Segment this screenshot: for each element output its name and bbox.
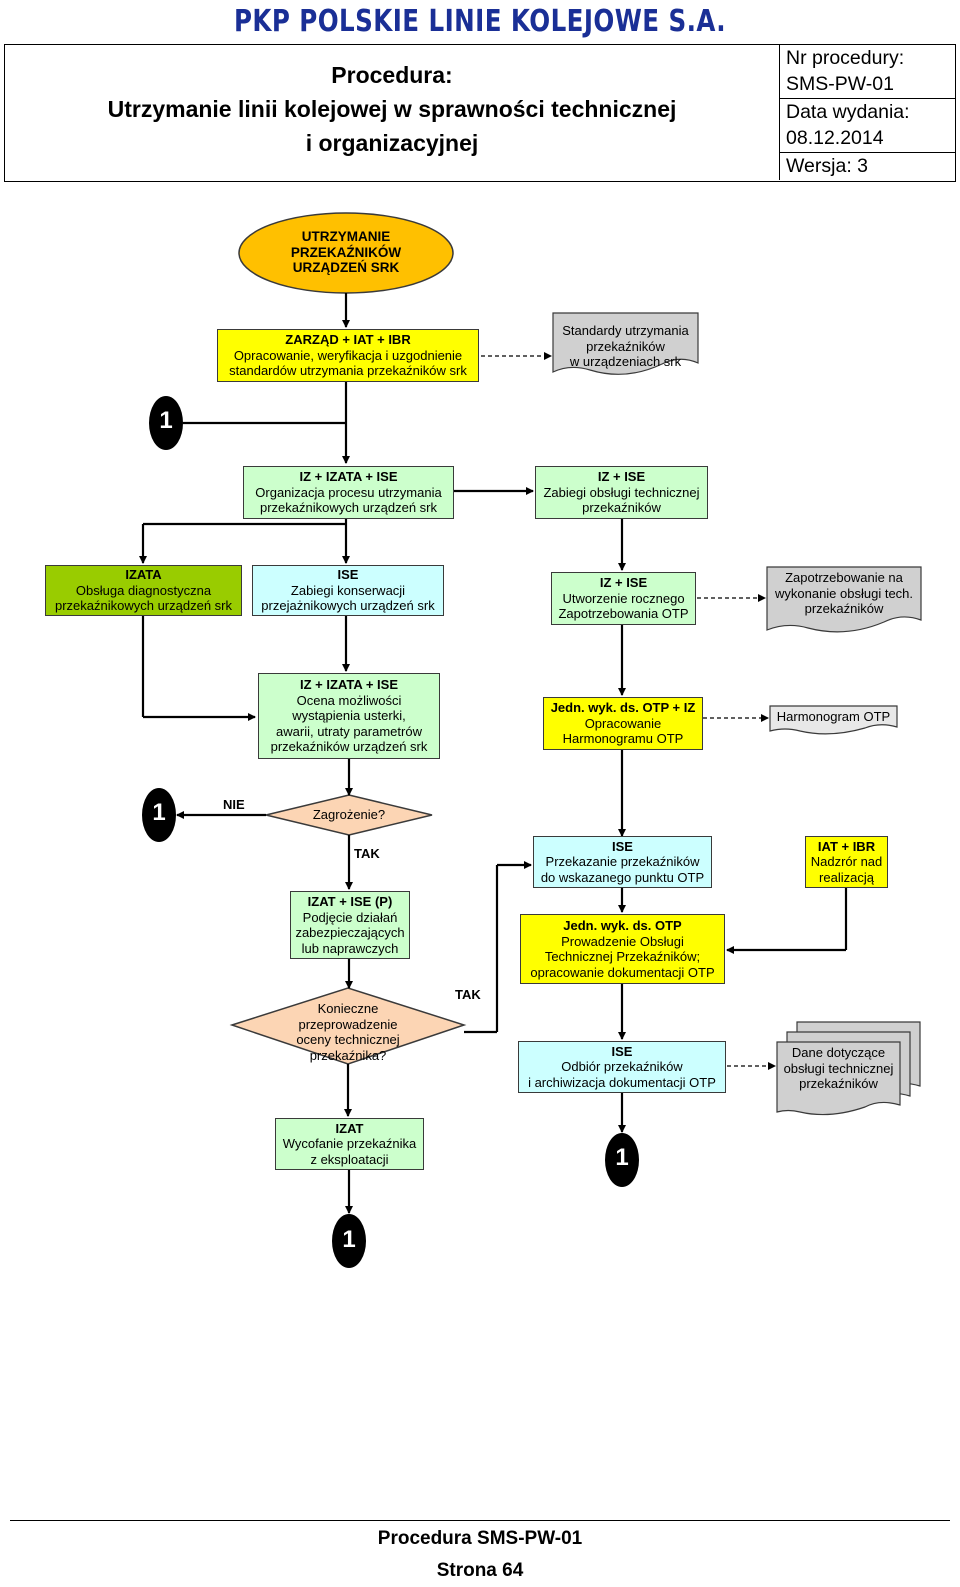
document-harmonogram-shape xyxy=(769,705,898,735)
connector-1-c-label: 1 xyxy=(615,1144,629,1171)
company-name: PKP POLSKIE LINIE KOLEJOWE S.A. xyxy=(233,4,727,39)
procedure-title-label: Procedura: xyxy=(331,62,453,88)
connector-1-a-shape xyxy=(149,396,183,450)
footer-page-number: Strona 64 xyxy=(436,1560,524,1581)
box-ocena: IZ + IZATA + ISE Ocena możliwości wystąp… xyxy=(258,673,440,759)
box-izat-ise: IZAT + ISE (P) Podjęcie działań zabezpie… xyxy=(290,891,410,959)
procedure-number-value: SMS-PW-01 xyxy=(786,73,894,95)
footer-procedure: Procedura SMS-PW-01 xyxy=(377,1528,583,1549)
box-harmonogram: Jedn. wyk. ds. OTP + IZ Opracowanie Harm… xyxy=(543,697,703,750)
box-zabiegi-techniczne: IZ + ISE Zabiegi obsługi technicznej prz… xyxy=(535,466,708,519)
procedure-title-line-1: Utrzymanie linii kolejowej w sprawności … xyxy=(107,96,677,122)
label-tak-1: TAK xyxy=(354,846,380,861)
document-zapotrzebowanie-shape xyxy=(766,566,922,633)
box-utworzenie-zapotrzebowania: IZ + ISE Utworzenie rocznego Zapotrzebow… xyxy=(551,572,696,625)
box-prowadzenie: Jedn. wyk. ds. OTP Prowadzenie Obsługi T… xyxy=(520,914,725,984)
decision-zagrozenie-label: Zagrożenie? xyxy=(312,807,386,822)
box-ise-konserwacja: ISE Zabiegi konserwacji przejażnikowych … xyxy=(252,565,444,616)
label-nie: NIE xyxy=(223,797,245,812)
connector-1-b-shape xyxy=(142,788,176,842)
box-przekazanie: ISE Przekazanie przekaźników do wskazane… xyxy=(533,836,712,888)
connector-1-d-shape xyxy=(332,1214,366,1268)
document-dane-shape xyxy=(776,1041,901,1116)
label-tak-2: TAK xyxy=(455,987,481,1002)
document-harmonogram-label: Harmonogram OTP xyxy=(776,709,891,724)
box-izata-diagnostyka: IZATA Obsługa diagnostyczna przekaźnikow… xyxy=(45,565,242,616)
decision-konieczne-shape xyxy=(229,987,467,1065)
box-odbior: ISE Odbiór przekaźników i archiwizacja d… xyxy=(518,1041,726,1093)
issue-date-label: Data wydania: xyxy=(786,101,910,123)
connector-1-a-label: 1 xyxy=(159,407,173,434)
connector-1-c-shape xyxy=(605,1133,639,1187)
box-organizacja: IZ + IZATA + ISE Organizacja procesu utr… xyxy=(243,466,454,519)
procedure-title-block: Procedura: Utrzymanie linii kolejowej w … xyxy=(5,45,779,180)
connector-1-d-label: 1 xyxy=(342,1226,356,1253)
box-nadzor: IAT + IBR Nadzrór nad realizacją xyxy=(805,836,888,888)
procedure-title-line-2: i organizacyjnej xyxy=(305,130,479,156)
procedure-meta-block: Nr procedury: SMS-PW-01 Data wydania: 08… xyxy=(779,45,956,180)
version: Wersja: 3 xyxy=(786,155,868,177)
connector-1-b-label: 1 xyxy=(152,799,166,826)
issue-date-value: 08.12.2014 xyxy=(786,127,884,149)
procedure-header: Procedura: Utrzymanie linii kolejowej w … xyxy=(4,44,956,182)
procedure-number-label: Nr procedury: xyxy=(786,47,905,69)
box-wycofanie: IZAT Wycofanie przekaźnika z eksploatacj… xyxy=(275,1118,424,1170)
box-zarzad: ZARZĄD + IAT + IBR Opracowanie, weryfika… xyxy=(217,329,479,382)
document-standardy-shape xyxy=(552,312,699,375)
decision-zagrozenie-shape xyxy=(265,794,433,836)
footer-divider xyxy=(10,1520,950,1521)
